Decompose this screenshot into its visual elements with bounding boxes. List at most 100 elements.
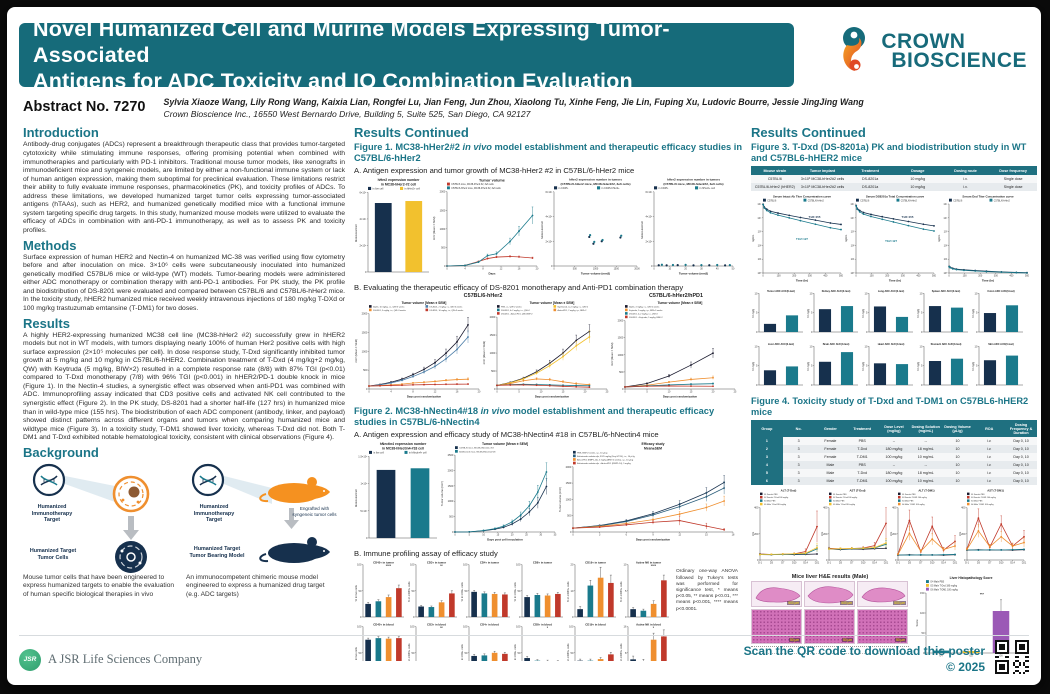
svg-text:10: 10 bbox=[975, 292, 978, 296]
svg-text:500: 500 bbox=[839, 275, 844, 278]
svg-text:Tumor volume (mm3): Tumor volume (mm3) bbox=[581, 272, 610, 276]
results-continued-heading: Results Continued bbox=[354, 125, 469, 141]
hne-grid: 500 μm 500 μm 500 μm 50 μm 50 μm 50 μm bbox=[751, 581, 909, 645]
svg-text:30: 30 bbox=[700, 268, 703, 271]
svg-text:% in CD3+ cells: % in CD3+ cells bbox=[460, 644, 464, 662]
table-cell: PBS bbox=[846, 437, 879, 446]
svg-text:1500: 1500 bbox=[566, 481, 572, 485]
svg-text:hr·ng/g: hr·ng/g bbox=[751, 362, 755, 371]
jsr-logo-icon: JSR bbox=[19, 648, 41, 671]
svg-text:PBS, i.v., QW×2 weeks: PBS, i.v., QW×2 weeks bbox=[501, 306, 522, 309]
svg-text:Spleen ADC AUC(0-last): Spleen ADC AUC(0-last) bbox=[932, 290, 961, 293]
svg-text:D-1: D-1 bbox=[758, 562, 763, 565]
crownbio-logo-text: CROWN BIOSCIENCE bbox=[881, 31, 1027, 72]
svg-text:% in CD45+ cells: % in CD45+ cells bbox=[619, 581, 623, 602]
svg-text:CD19+ in blood: CD19+ in blood bbox=[585, 623, 606, 627]
svg-text:C57BL/6-hHer2: C57BL/6-hHer2 bbox=[994, 200, 1011, 203]
svg-text:in hHer2+ cell: in hHer2+ cell bbox=[405, 188, 421, 191]
chart-canvas: Serum Dxd Titer Concentration curveC57BL… bbox=[937, 195, 1029, 283]
svg-text:25: 25 bbox=[734, 391, 737, 394]
svg-text:Tumor volume [Mean ± SEM]: Tumor volume [Mean ± SEM] bbox=[658, 301, 703, 305]
svg-text:2500: 2500 bbox=[448, 453, 454, 457]
svg-text:10⁵: 10⁵ bbox=[757, 202, 761, 206]
scale-label: 500 μm bbox=[893, 601, 906, 606]
methods-heading: Methods bbox=[23, 237, 77, 253]
svg-text:4×10⁵: 4×10⁵ bbox=[359, 217, 366, 221]
svg-text:2000: 2000 bbox=[490, 315, 496, 319]
svg-text:Anti-mPD1 (RMP1-14), 5 mg/kg (: Anti-mPD1 (RMP1-14), 5 mg/kg (BIW×2 week… bbox=[577, 459, 634, 462]
svg-text:5: 5 bbox=[866, 364, 868, 368]
svg-text:10³: 10³ bbox=[758, 230, 762, 234]
hne-tile-low-mag: 500 μm bbox=[751, 581, 802, 608]
table-cell: 10 mg/mL bbox=[909, 453, 942, 462]
svg-text:10⁴: 10⁴ bbox=[943, 216, 947, 220]
table-header-cell: Dosing Frequency & Duration bbox=[1005, 420, 1037, 438]
svg-text:0: 0 bbox=[811, 383, 813, 387]
figure2-title: Figure 2. MC38-hNectin4#18 in vivo model… bbox=[354, 406, 742, 428]
svg-text:2×10⁵: 2×10⁵ bbox=[545, 240, 552, 244]
diagram-mice-graphic bbox=[191, 463, 330, 563]
svg-text:400: 400 bbox=[823, 275, 828, 278]
table-cell: 1 bbox=[751, 437, 783, 446]
svg-text:CD4+ in tumor: CD4+ in tumor bbox=[480, 561, 500, 565]
svg-text:100: 100 bbox=[777, 275, 782, 278]
table-cell: 18 mg/mL bbox=[909, 445, 942, 454]
title-line-2: Antigens for ADC Toxicity and IO Combina… bbox=[33, 69, 633, 94]
svg-text:in CD45-: in CD45- bbox=[559, 187, 569, 190]
svg-text:10: 10 bbox=[668, 268, 671, 271]
svg-text:D7: D7 bbox=[919, 562, 923, 565]
svg-text:0: 0 bbox=[964, 558, 966, 562]
chart-hher2-tumors-scatter-wt: hHer2 expression number in tumors(C57BL/… bbox=[640, 176, 736, 281]
svg-text:25: 25 bbox=[606, 391, 609, 394]
table-header-cell: Dosing route bbox=[941, 166, 990, 176]
results-heading: Results bbox=[23, 315, 70, 331]
table-cell: 180 mg/kg bbox=[878, 445, 910, 454]
hne-tile-high-mag: 50 μm bbox=[857, 609, 908, 645]
svg-text:30: 30 bbox=[539, 534, 542, 537]
svg-text:100: 100 bbox=[410, 625, 415, 629]
svg-text:100: 100 bbox=[569, 625, 574, 629]
table-cell: Female bbox=[814, 445, 847, 454]
svg-text:Serum DS8201a Total Concentrat: Serum DS8201a Total Concentration curve bbox=[866, 195, 925, 199]
diagram1-caption: Mouse tumor cells that have been enginee… bbox=[23, 573, 175, 598]
svg-text:hIgG1, 4 mg/kg, i.v., QW×2 wee: hIgG1, 4 mg/kg, i.v., QW×2 weeks bbox=[629, 306, 659, 309]
svg-text:hNectin4 expression number: hNectin4 expression number bbox=[380, 442, 427, 446]
figure1-panel-a-label: A. Antigen expression and tumor growth o… bbox=[354, 166, 635, 176]
svg-text:20: 20 bbox=[536, 268, 539, 271]
svg-text:10: 10 bbox=[810, 292, 813, 296]
svg-text:4: 4 bbox=[464, 268, 466, 271]
svg-text:U/L: U/L bbox=[820, 532, 824, 537]
svg-text:10: 10 bbox=[482, 534, 485, 537]
arrow-down-icon bbox=[123, 515, 139, 540]
svg-text:hHer2 expression number in tum: hHer2 expression number in tumors bbox=[569, 178, 622, 182]
figure2-title-italic: in vivo bbox=[480, 406, 511, 417]
svg-text:C57BL/6 mice, MC38-hHer2 #2, 3: C57BL/6 mice, MC38-hHer2 #2, 3e6 cells bbox=[451, 184, 494, 187]
svg-text:15: 15 bbox=[690, 391, 693, 394]
svg-text:G2 Female T-Dxd 180 mg/kg: G2 Female T-Dxd 180 mg/kg bbox=[833, 497, 857, 499]
svg-text:% in live cells: % in live cells bbox=[354, 647, 358, 662]
svg-text:10⁴: 10⁴ bbox=[757, 216, 761, 220]
table-cell: T-DM1 bbox=[846, 453, 879, 462]
hne-title: Mice liver H&E results (Male) bbox=[791, 574, 869, 581]
svg-text:Tumor volume (mm³): Tumor volume (mm³) bbox=[558, 487, 562, 512]
svg-text:G1 Female PBS: G1 Female PBS bbox=[902, 494, 916, 496]
svg-text:100: 100 bbox=[963, 275, 968, 278]
svg-text:3: 3 bbox=[599, 534, 601, 537]
poster-header: Novel Humanized Cell and Murine Models E… bbox=[19, 17, 1029, 95]
svg-text:0: 0 bbox=[368, 391, 370, 394]
svg-text:Time (hr): Time (hr) bbox=[982, 279, 994, 283]
svg-text:DS-8201, 5 mg/kg, i.v., QW×3 w: DS-8201, 5 mg/kg, i.v., QW×3 weeks bbox=[373, 309, 406, 312]
svg-text:2000: 2000 bbox=[634, 268, 640, 271]
svg-text:Molecules/Cell: Molecules/Cell bbox=[354, 224, 358, 242]
